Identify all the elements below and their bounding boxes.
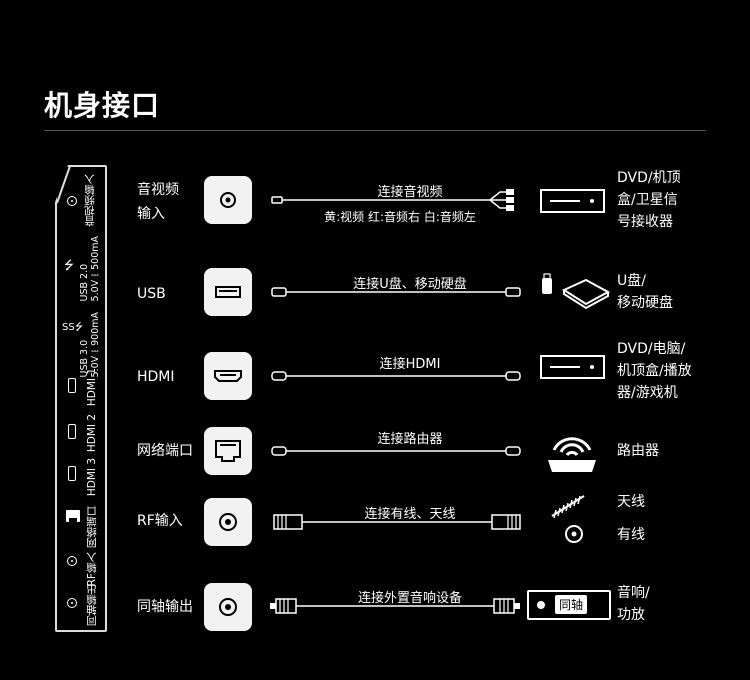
usb-cable-label: 连接U盘、移动硬盘 xyxy=(353,277,467,292)
page-title: 机身接口 xyxy=(44,89,161,122)
av-jack-icon xyxy=(220,192,236,208)
usb-cable xyxy=(271,287,521,297)
panel-label-usb2: USB 2.0 5.0V⎓500mA xyxy=(79,236,101,302)
media-player-icon xyxy=(540,355,605,379)
hdmi-cable xyxy=(271,371,521,381)
hdmi-cable-label: 连接HDMI xyxy=(379,357,441,372)
av-cable xyxy=(271,189,514,211)
router-icon xyxy=(548,437,596,472)
panel-hdmi2-icon xyxy=(68,424,76,439)
coax-device-badge: 同轴 xyxy=(555,595,588,614)
rf-port-tile xyxy=(204,498,252,546)
coax-cable-label: 连接外置音响设备 xyxy=(357,591,462,606)
ethernet-port-tile xyxy=(204,427,252,475)
amplifier-knob-icon xyxy=(537,601,545,609)
rf-jack-icon xyxy=(219,513,237,531)
panel-label-hdmi2: HDMI 2 xyxy=(86,414,98,453)
rf-cable xyxy=(273,514,521,530)
panel-label-hdmi3: HDMI 3 xyxy=(86,458,98,497)
tv-side-panel xyxy=(55,165,107,632)
hdmi-port-icon xyxy=(214,370,242,382)
row-ethernet-label: 网络端口 xyxy=(137,443,193,459)
panel-label-coax: 同轴输出 xyxy=(86,584,98,626)
coax-port-tile xyxy=(204,583,252,631)
panel-label-av: 音视频输入 xyxy=(84,174,96,227)
rf-device-label-cable: 有线 xyxy=(617,527,645,543)
panel-label-hdmi1: HDMI 1 xyxy=(86,368,98,407)
hdmi-device-label: DVD/电脑/机顶盒/播放器/游戏机 xyxy=(617,341,692,401)
usb-port-icon xyxy=(215,286,241,298)
av-cable-sublabel: 黄:视频 红:音频右 白:音频左 xyxy=(324,210,476,224)
av-cable-label: 连接音视频 xyxy=(377,185,443,200)
panel-ethernet-icon xyxy=(66,510,80,522)
rf-device-label-antenna: 天线 xyxy=(617,494,645,510)
title-divider xyxy=(44,130,706,131)
row-coax-label: 同轴输出 xyxy=(137,599,193,615)
dvd-player-icon xyxy=(540,189,605,213)
av-port-tile xyxy=(204,176,252,224)
coax-cable xyxy=(270,598,520,614)
coax-jack-icon xyxy=(219,598,237,616)
panel-hdmi3-icon xyxy=(68,466,76,481)
usb2-symbol-icon: ⭍ xyxy=(64,258,74,272)
panel-label-rf: RF输入 xyxy=(86,552,98,587)
hdmi-port-tile xyxy=(204,352,252,400)
ethernet-cable-label: 连接路由器 xyxy=(377,432,443,447)
usb3-symbol-icon: SS⭍ xyxy=(62,322,84,333)
ethernet-device-label: 路由器 xyxy=(617,443,659,459)
usb-port-tile xyxy=(204,268,252,316)
usb-drive-icon xyxy=(542,273,611,310)
coax-device-label: 音响/功放 xyxy=(617,585,650,623)
row-hdmi-label: HDMI xyxy=(137,369,175,385)
usb-device-label: U盘/移动硬盘 xyxy=(617,273,673,311)
row-rf-label: RF输入 xyxy=(137,513,183,529)
panel-hdmi1-icon xyxy=(68,378,76,393)
cable-tv-jack-icon xyxy=(565,525,583,543)
av-device-label: DVD/机顶盒/卫星信号接收器 xyxy=(617,170,681,230)
antenna-icon xyxy=(551,495,585,519)
panel-label-ethernet: 网络端口 xyxy=(86,506,98,548)
panel-av-jack-icon xyxy=(67,196,77,206)
amplifier-icon: 同轴 xyxy=(527,590,611,620)
panel-rf-jack-icon xyxy=(67,556,77,566)
rf-cable-label: 连接有线、天线 xyxy=(364,507,456,522)
row-usb-label: USB xyxy=(137,286,166,302)
ethernet-cable xyxy=(271,446,521,456)
ethernet-port-icon xyxy=(215,440,241,462)
row-av-label: 音视频输入 xyxy=(137,182,179,222)
panel-coax-jack-icon xyxy=(67,598,77,608)
